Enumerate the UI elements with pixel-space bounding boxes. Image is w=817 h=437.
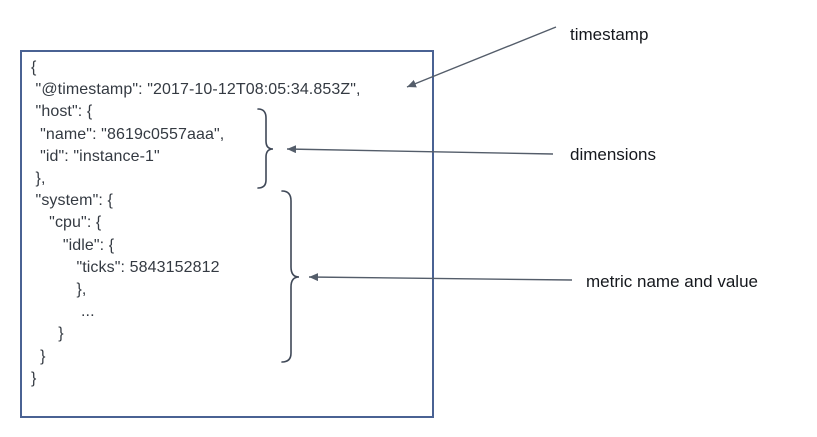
metric-name-and-value-label: metric name and value [586, 272, 758, 291]
dimensions-label: dimensions [570, 145, 656, 164]
timestamp-label: timestamp [570, 25, 649, 44]
json-document-box: { "@timestamp": "2017-10-12T08:05:34.853… [20, 50, 434, 418]
json-code-sample: { "@timestamp": "2017-10-12T08:05:34.853… [31, 59, 361, 387]
